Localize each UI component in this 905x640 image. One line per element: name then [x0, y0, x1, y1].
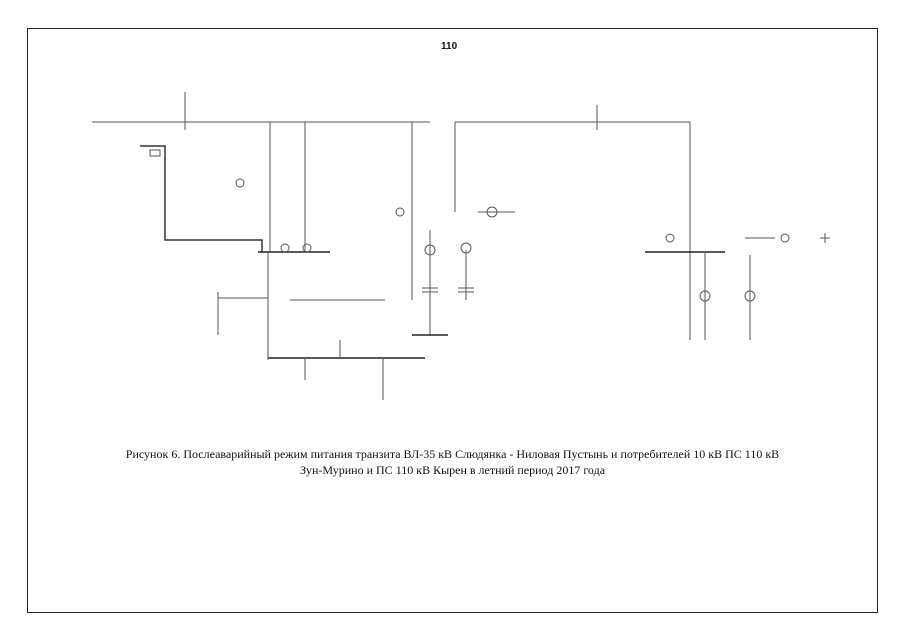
figure-caption-line2: Зун-Мурино и ПС 110 кВ Кырен в летний пе… [299, 463, 606, 477]
figure-caption-line1: Рисунок 6. Послеаварийный режим питания … [125, 447, 780, 461]
left-feeder-path [140, 145, 263, 252]
transformer-icon-3 [424, 244, 436, 256]
transformer-icon-5 [486, 206, 498, 218]
transformer-icon-6 [699, 290, 711, 302]
transformer-icon-4 [460, 242, 472, 254]
transformer-icon [280, 243, 290, 253]
transformer-icon-11 [395, 207, 405, 217]
page-number: 110 [441, 41, 458, 52]
transformer-icon-7 [744, 290, 756, 302]
transformer-icon-2 [302, 243, 312, 253]
generator-icon [149, 149, 161, 157]
transformer-icon-8 [665, 233, 675, 243]
page-border [27, 28, 878, 613]
transformer-icon-9 [780, 233, 790, 243]
figure-caption: Рисунок 6. Послеаварийный режим питания … [40, 446, 865, 478]
transformer-icon-10 [235, 178, 245, 188]
